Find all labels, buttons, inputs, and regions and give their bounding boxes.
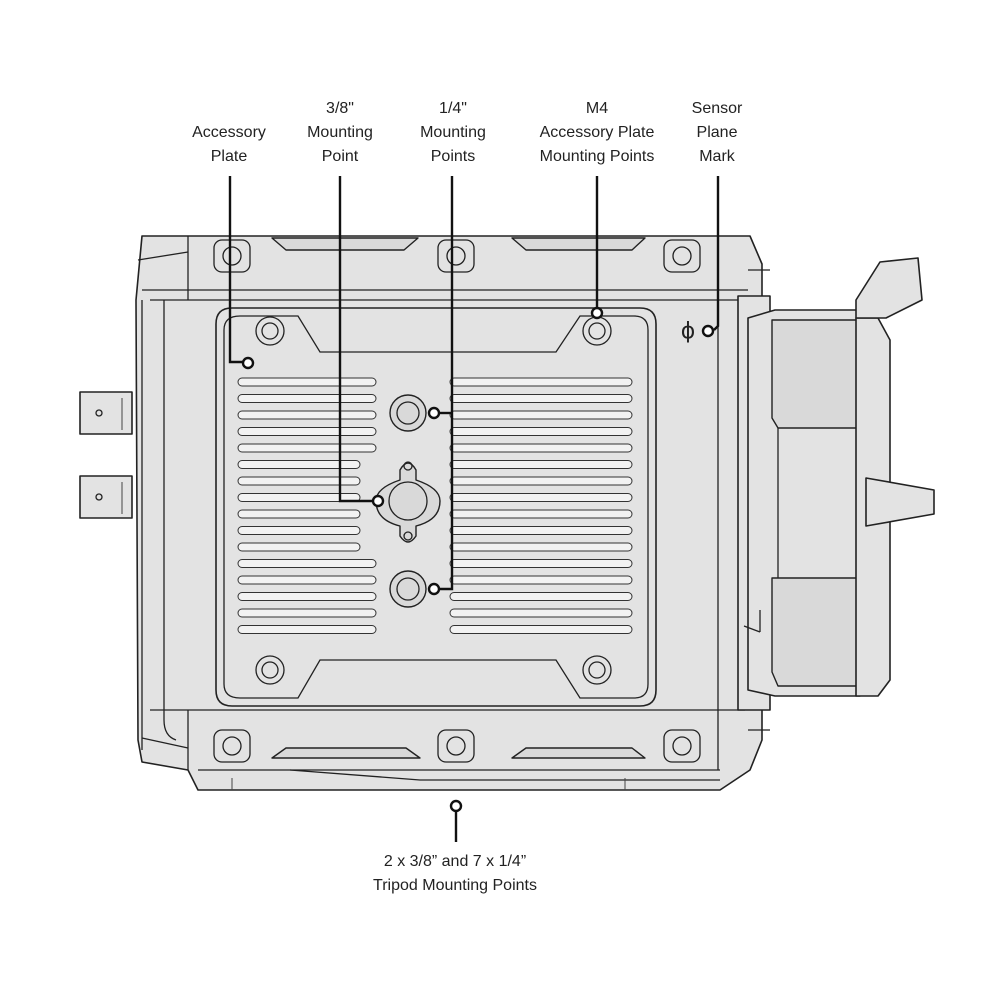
vent-slot — [237, 394, 377, 403]
vent-slot — [237, 509, 361, 519]
dot-accessory-plate — [241, 356, 255, 370]
label-line: Plane — [696, 124, 738, 141]
callout-leaders — [228, 176, 720, 842]
label-line: Tripod Mounting Points — [373, 877, 537, 894]
leader-sensor-plane — [713, 176, 720, 331]
vent-slot — [449, 427, 633, 436]
dot-m4 — [590, 306, 604, 320]
vent-slot — [449, 377, 633, 387]
vent-slot — [449, 493, 633, 502]
vent-slot — [237, 542, 361, 552]
label-14-mounting-points: 1/4" Mounting Points — [420, 97, 486, 169]
top-screws — [213, 239, 701, 273]
dot-14-mounting-upper — [427, 406, 441, 420]
vent-slot — [237, 625, 377, 634]
label-line: Mark — [699, 148, 735, 165]
label-line: Mounting — [307, 124, 373, 141]
label-accessory-plate: Accessory Plate — [192, 121, 266, 169]
leader-accessory-plate — [228, 176, 243, 364]
label-line: Point — [321, 148, 359, 165]
vent-slot — [449, 410, 633, 420]
vent-slot — [449, 443, 633, 453]
label-line: Sensor — [691, 100, 743, 117]
vent-slot — [237, 559, 377, 568]
vent-slot — [237, 427, 377, 436]
vent-slot — [237, 493, 361, 502]
vent-slot — [449, 526, 633, 535]
label-line: M4 — [585, 100, 609, 117]
dot-38-mounting — [371, 494, 385, 508]
vent-slot — [449, 476, 633, 486]
label-line: Mounting — [420, 124, 486, 141]
vent-slot — [449, 608, 633, 618]
vent-slot — [449, 394, 633, 403]
vent-slot — [237, 608, 377, 618]
dot-sensor-plane — [701, 324, 715, 338]
vent-slot — [449, 559, 633, 568]
lens-mount — [737, 257, 935, 731]
label-line: Accessory Plate — [539, 124, 655, 141]
vent-slot — [449, 592, 633, 601]
vent-slot — [449, 460, 633, 469]
leader-14-mounting — [440, 176, 454, 591]
vent-slot — [449, 509, 633, 519]
accessory-plate — [215, 307, 657, 707]
sensor-plane-symbol: ϕ — [681, 319, 696, 344]
label-line: 1/4" — [439, 100, 467, 117]
vent-slot — [237, 476, 361, 486]
vent-slot — [237, 592, 377, 601]
dot-14-mounting-lower — [427, 582, 441, 596]
vent-slot — [237, 443, 377, 453]
label-line: Mounting Points — [539, 148, 655, 165]
vent-slots — [237, 377, 633, 634]
vent-slot — [449, 542, 633, 552]
label-line: Accessory — [192, 124, 266, 141]
left-connector-tabs — [79, 391, 133, 519]
bottom-screws — [213, 729, 701, 763]
vent-slot — [237, 526, 361, 535]
label-38-mounting-point: 3/8" Mounting Point — [307, 97, 373, 169]
vent-slot — [449, 575, 633, 585]
label-line: Plate — [210, 148, 248, 165]
vent-slot — [237, 377, 377, 387]
vent-slot — [237, 460, 361, 469]
label-line: 2 x 3/8” and 7 x 1/4” — [383, 853, 527, 870]
vent-slot — [449, 625, 633, 634]
label-tripod-mounting-points: 2 x 3/8” and 7 x 1/4” Tripod Mounting Po… — [373, 850, 537, 898]
vent-slot — [237, 410, 377, 420]
vent-slot — [237, 575, 377, 585]
label-sensor-plane-mark: Sensor Plane Mark — [692, 97, 743, 169]
label-line: 3/8" — [326, 100, 354, 117]
dot-tripod — [449, 799, 463, 813]
label-m4-accessory-plate-mounting-points: M4 Accessory Plate Mounting Points — [540, 97, 655, 169]
label-line: Points — [430, 148, 476, 165]
leader-38-mounting — [338, 176, 372, 503]
